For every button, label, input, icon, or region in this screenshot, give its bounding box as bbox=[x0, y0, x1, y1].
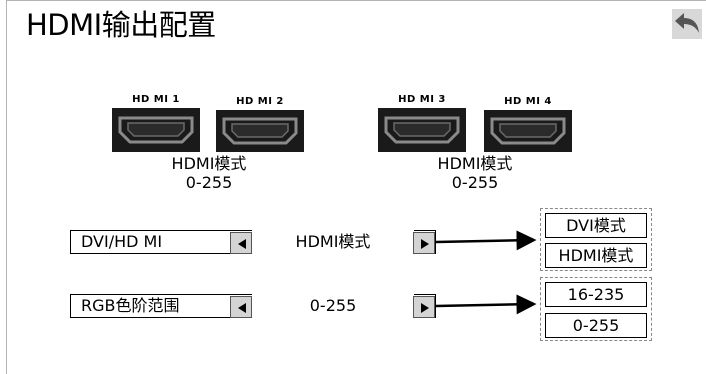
next-button[interactable] bbox=[413, 232, 435, 254]
option-16-235[interactable]: 16-235 bbox=[545, 282, 647, 307]
hdmi-connector-icon bbox=[112, 108, 200, 152]
prev-button[interactable] bbox=[230, 296, 252, 318]
setting-label-rgb-range: RGB色阶范围 bbox=[70, 294, 230, 318]
port-group-mode: HDMI模式 bbox=[437, 154, 513, 173]
hdmi-connector-icon bbox=[216, 110, 304, 152]
port-group-mode: HDMI模式 bbox=[171, 154, 247, 173]
port-label: HD MI 1 bbox=[132, 94, 180, 105]
option-hdmi-mode[interactable]: HDMI模式 bbox=[545, 243, 647, 268]
setting-2-arrow bbox=[435, 294, 537, 315]
setting-value: 0-255 bbox=[252, 294, 414, 318]
back-button[interactable] bbox=[672, 9, 702, 39]
right-triangle-icon bbox=[421, 239, 429, 249]
port-group-range: 0-255 bbox=[185, 173, 233, 192]
port-label: HD MI 3 bbox=[398, 94, 446, 105]
setting-1-arrow bbox=[435, 230, 537, 251]
hdmi-port-4: HD MI 4 bbox=[484, 94, 572, 152]
left-triangle-icon bbox=[238, 239, 246, 249]
hdmi-connector-icon bbox=[484, 110, 572, 152]
hdmi-port-3: HD MI 3 bbox=[378, 92, 466, 152]
rgb-range-options: 16-235 0-255 bbox=[540, 277, 652, 341]
hdmi-port-2: HD MI 2 bbox=[216, 94, 304, 152]
back-arrow-icon bbox=[672, 9, 702, 39]
port-label: HD MI 4 bbox=[504, 96, 552, 107]
port-group-caption-1: HDMI模式 0-255 bbox=[149, 154, 269, 192]
prev-button[interactable] bbox=[230, 232, 252, 254]
setting-selector-dvi-hdmi: HDMI模式 bbox=[229, 230, 436, 254]
hdmi-connector-icon bbox=[378, 108, 466, 152]
setting-value: HDMI模式 bbox=[252, 230, 414, 254]
setting-label-dvi-hdmi: DVI/HD MI bbox=[70, 230, 230, 254]
right-triangle-icon bbox=[421, 303, 429, 313]
port-group-range: 0-255 bbox=[451, 173, 499, 192]
dvi-hdmi-options: DVI模式 HDMI模式 bbox=[540, 208, 652, 271]
port-label: HD MI 2 bbox=[236, 96, 284, 107]
left-triangle-icon bbox=[238, 303, 246, 313]
window-frame bbox=[6, 0, 706, 374]
setting-selector-rgb-range: 0-255 bbox=[229, 294, 436, 318]
port-group-caption-2: HDMI模式 0-255 bbox=[415, 154, 535, 192]
option-dvi-mode[interactable]: DVI模式 bbox=[545, 213, 647, 238]
hdmi-port-1: HD MI 1 bbox=[112, 92, 200, 152]
option-0-255[interactable]: 0-255 bbox=[545, 313, 647, 338]
next-button[interactable] bbox=[413, 296, 435, 318]
page-title: HDMI输出配置 bbox=[26, 8, 216, 42]
